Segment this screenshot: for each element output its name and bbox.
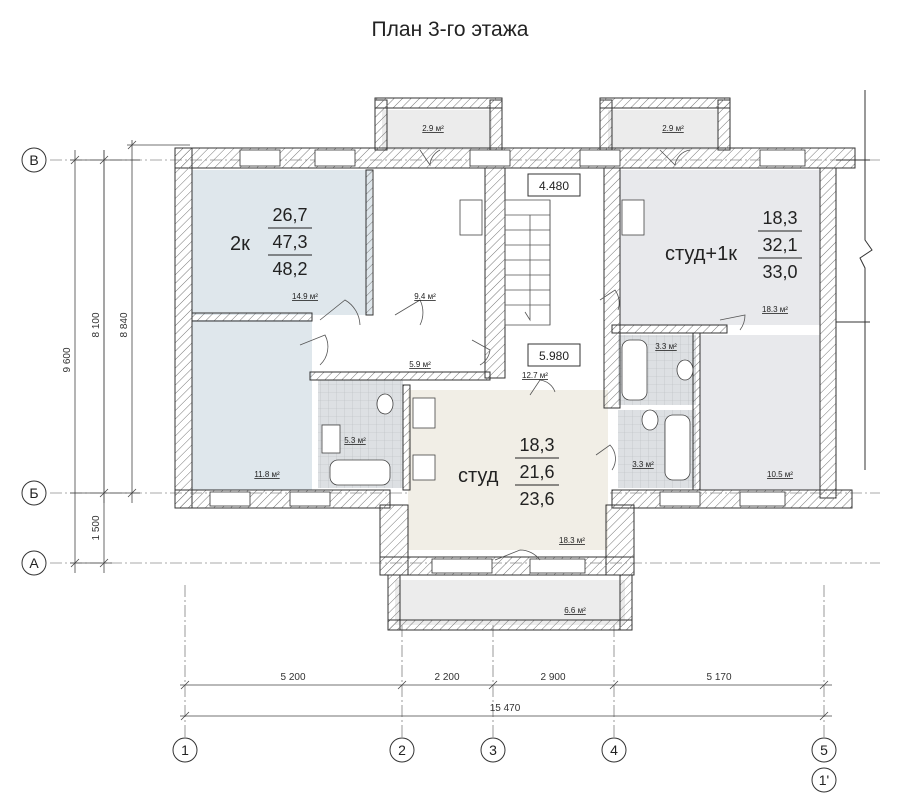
dim-5170: 5 170 [706, 672, 731, 683]
axis-bubbles-letters [21, 147, 47, 576]
doors [299, 149, 746, 561]
balcony-6-6 [395, 580, 625, 625]
balcony-left [382, 110, 492, 150]
apt-stud1k-a2: 32,1 [762, 235, 797, 255]
room-studio [408, 390, 608, 550]
area-balcony-right: 2.9 м² [662, 124, 684, 133]
plan-title: План 3-го этажа [371, 18, 529, 41]
dim-2900: 2 900 [540, 672, 565, 683]
area-3-3-top: 3.3 м² [655, 342, 677, 351]
area-18-3-right: 18.3 м² [762, 305, 788, 314]
room-14-9 [192, 170, 372, 315]
axis-label-1-prime: 1' [819, 772, 829, 788]
apt-2k-a3: 48,2 [272, 259, 307, 279]
apt-2k-a1: 26,7 [272, 205, 307, 225]
apartment-stud1k-label: студ+1к 18,3 32,1 33,0 [665, 208, 802, 282]
area-18-3-studio: 18.3 м² [559, 536, 585, 545]
dim-15470: 15 470 [490, 703, 521, 714]
dim-8100: 8 100 [91, 312, 102, 337]
apt-2k-name: 2к [230, 233, 250, 255]
dim-2200: 2 200 [434, 672, 459, 683]
area-9-4: 9.4 м² [414, 292, 436, 301]
axis-label-b: Б [29, 485, 38, 501]
apartment-stud-label: студ 18,3 21,6 23,6 [458, 435, 559, 509]
axis-label-1: 1 [181, 742, 189, 758]
apt-stud1k-a1: 18,3 [762, 208, 797, 228]
horizontal-dimensions [180, 680, 832, 721]
room-fills [192, 110, 820, 625]
area-6-6: 6.6 м² [564, 606, 586, 615]
area-14-9: 14.9 м² [292, 292, 318, 301]
axis-label-4: 4 [610, 742, 618, 758]
room-11-8 [192, 320, 312, 490]
dim-5200: 5 200 [280, 672, 305, 683]
axis-bubbles-numbers [172, 737, 837, 793]
apt-stud-name: студ [458, 465, 499, 487]
balcony-right [608, 110, 718, 150]
apt-stud1k-name: студ+1к [665, 243, 737, 265]
apartment-2k-label: 2к 26,7 47,3 48,2 [230, 205, 312, 279]
axis-label-2: 2 [398, 742, 406, 758]
dim-1500: 1 500 [91, 515, 102, 540]
axis-label-3: 3 [489, 742, 497, 758]
windows [209, 149, 806, 574]
axis-label-a: А [29, 555, 39, 571]
vertical-dimensions [70, 140, 190, 573]
room-10-5 [700, 335, 820, 490]
area-balcony-left: 2.9 м² [422, 124, 444, 133]
axis-label-v: В [29, 152, 38, 168]
apt-2k-a2: 47,3 [272, 232, 307, 252]
walls [174, 97, 856, 631]
apt-stud-a1: 18,3 [519, 435, 554, 455]
area-11-8: 11.8 м² [254, 470, 280, 479]
mark-lower: 5.980 [539, 349, 569, 363]
elevation-marks [527, 173, 581, 367]
room-18-3-right [620, 170, 820, 325]
dim-9600: 9 600 [62, 347, 73, 372]
area-12-7: 12.7 м² [522, 371, 548, 380]
apt-stud1k-a3: 33,0 [762, 262, 797, 282]
apt-stud-a2: 21,6 [519, 462, 554, 482]
area-5-9: 5.9 м² [409, 360, 431, 369]
fixtures [321, 199, 694, 486]
area-10-5: 10.5 м² [767, 470, 793, 479]
mark-upper: 4.480 [539, 179, 569, 193]
area-3-3-bottom: 3.3 м² [632, 460, 654, 469]
dim-8840: 8 840 [119, 312, 130, 337]
break-lines [836, 90, 873, 470]
area-5-3: 5.3 м² [344, 436, 366, 445]
axis-label-5: 5 [820, 742, 828, 758]
stairs [504, 199, 551, 326]
apt-stud-a3: 23,6 [519, 489, 554, 509]
